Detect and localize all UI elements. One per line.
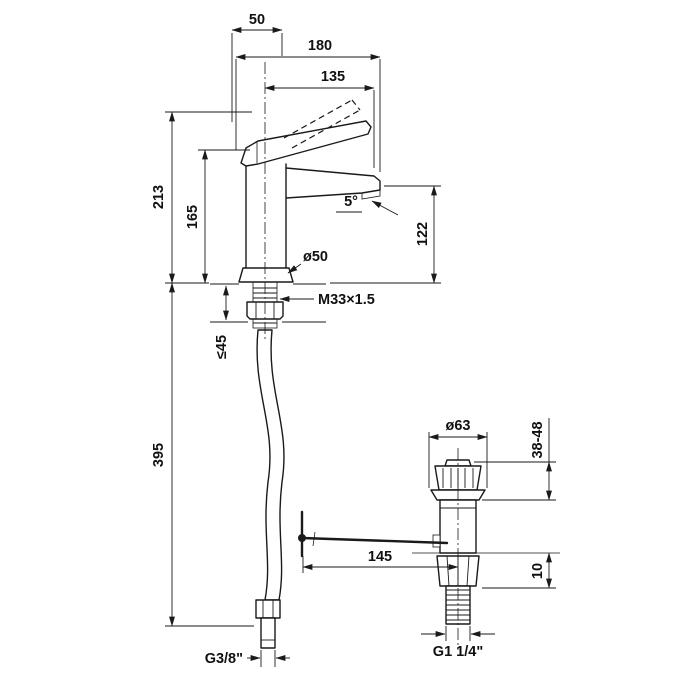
pull-rod: [298, 510, 449, 558]
dim-label-m33: M33×1.5: [318, 292, 375, 308]
hose-connector-nut: [255, 599, 281, 619]
dim-overall-projection: 180: [235, 38, 381, 172]
dim-shank-thread: M33×1.5: [279, 292, 375, 308]
dim-drain-thread: G1 1/4": [421, 626, 495, 660]
dim-label-145: 145: [368, 549, 392, 565]
dim-label-50: 50: [249, 12, 265, 28]
dim-label-38-48: 38-48: [530, 421, 546, 458]
base-flange: [238, 267, 294, 283]
dim-drain-height-range: 38-48: [474, 418, 556, 501]
faucet: [210, 99, 381, 649]
dim-drain-sink-offset: 10: [482, 552, 556, 589]
dim-label-d63: ø63: [446, 418, 471, 434]
dim-label-g114: G1 1/4": [433, 644, 483, 660]
dim-drain-flange-diameter: ø63: [428, 418, 488, 488]
handle-lever: [240, 120, 372, 167]
horizontal-rod: [300, 536, 449, 545]
dimensions: 50 180 135 213 165 3: [151, 12, 556, 667]
dim-rod-length: 145: [302, 549, 459, 573]
dim-label-d50: ø50: [303, 249, 328, 265]
dim-label-g38: G3/8": [205, 651, 243, 667]
rod-pivot-housing: [432, 534, 441, 548]
dim-spout-reach: 135: [264, 69, 375, 168]
dim-label-135: 135: [321, 69, 345, 85]
dim-spout-angle: 5°: [336, 194, 399, 216]
dim-outlet-height: 122: [330, 185, 441, 284]
dim-label-165: 165: [185, 205, 201, 229]
dim-label-10: 10: [530, 563, 546, 579]
centerlines: [264, 62, 459, 650]
faucet-body: [245, 163, 287, 269]
dim-supply-thread: G3/8": [205, 650, 290, 667]
supply-hose: [256, 329, 285, 601]
dim-label-395: 395: [151, 443, 167, 467]
dim-handle-width: 50: [231, 12, 283, 122]
handle-raised-dashed: [283, 99, 361, 149]
dim-total-height: 213: [151, 111, 252, 284]
dim-hose-length: 395: [151, 282, 254, 627]
dim-max-deck-thickness: ≤45: [214, 285, 230, 359]
hose-connector-pipe: [260, 617, 276, 649]
dim-label-122: 122: [415, 222, 431, 246]
mounting-deck: [210, 283, 326, 323]
dim-label-213: 213: [151, 185, 167, 209]
dim-base-diameter: ø50: [287, 249, 328, 274]
spout: [285, 167, 381, 199]
dim-label-180: 180: [308, 38, 332, 54]
dim-label-5deg: 5°: [344, 194, 358, 210]
dim-label-le45: ≤45: [214, 335, 230, 359]
dim-body-height: 165: [185, 149, 250, 284]
aerator: [361, 190, 381, 200]
